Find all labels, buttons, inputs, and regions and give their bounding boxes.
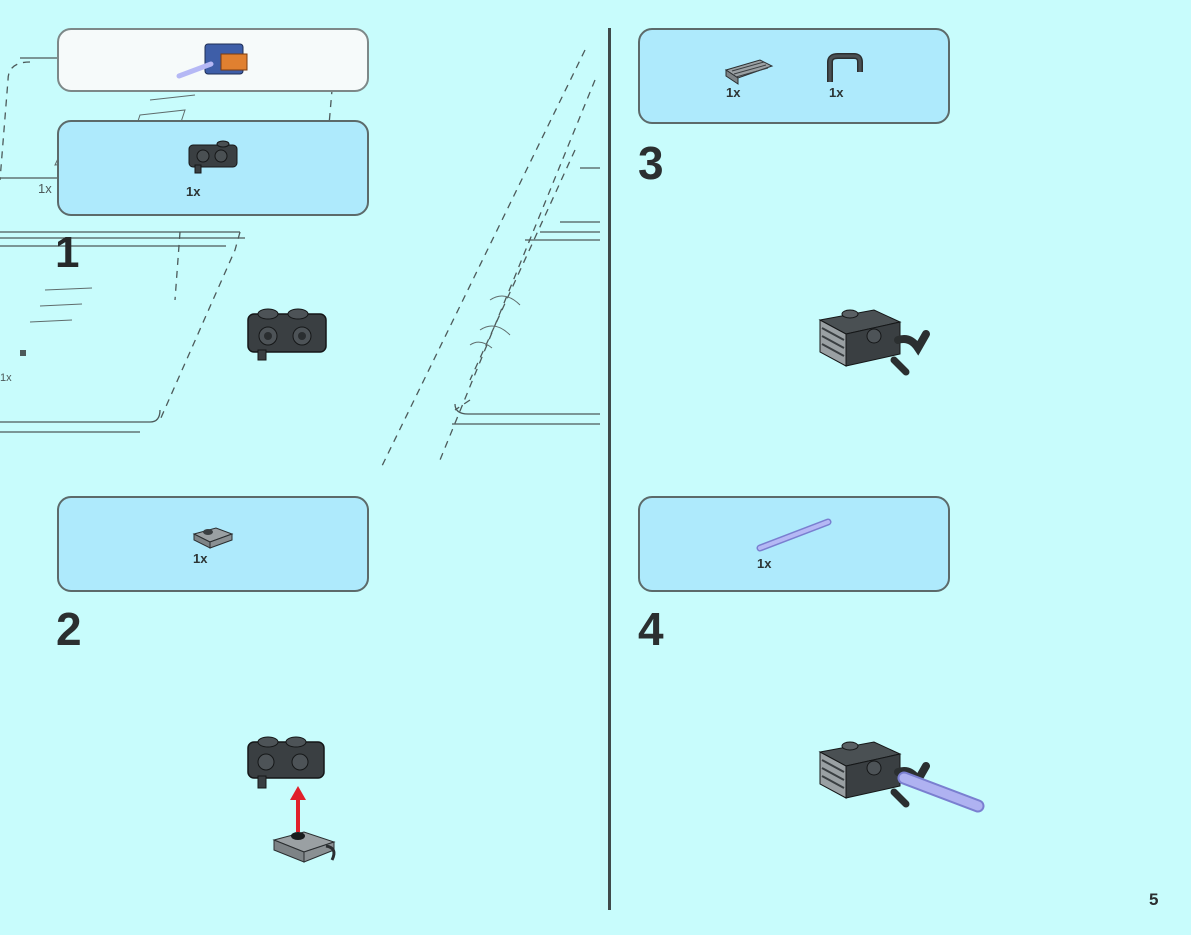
step-2-part-clip-plate-icon [192, 527, 234, 549]
step-2-number: 2 [56, 603, 82, 655]
page-divider [608, 28, 611, 910]
ghost-engine-part-icon [176, 43, 248, 79]
step-4-assembly-icon [818, 741, 985, 813]
step-1-part-brick-icon [188, 140, 238, 174]
step-3-part-bar-handle-icon [827, 53, 863, 82]
page-number: 5 [1149, 890, 1159, 909]
step-4-number: 4 [638, 603, 664, 655]
step-3-part-grille-icon [724, 59, 774, 85]
step-4-part-qty: 1x [757, 556, 772, 571]
ghost-qty-label: 1x [0, 372, 12, 384]
ghost-step-number: 1 [55, 228, 80, 277]
step-2-part-qty: 1x [193, 551, 208, 566]
step-2-assembly-icon [247, 736, 336, 863]
step-4-parts-panel [638, 496, 950, 592]
step-3-part-qty-2: 1x [829, 85, 844, 100]
step-3-part-qty-1: 1x [726, 85, 741, 100]
step-1-part-qty: 1x [186, 184, 201, 199]
step-4-part-lavender-bar-icon [756, 518, 832, 552]
step-3-assembly-icon [818, 309, 930, 376]
step-3-number: 3 [638, 137, 664, 189]
step-1-parts-panel [57, 120, 369, 216]
ghost-qty-label: 1x [38, 181, 52, 196]
step-3-parts-panel [638, 28, 950, 124]
step-1-result-brick-icon [247, 308, 327, 361]
